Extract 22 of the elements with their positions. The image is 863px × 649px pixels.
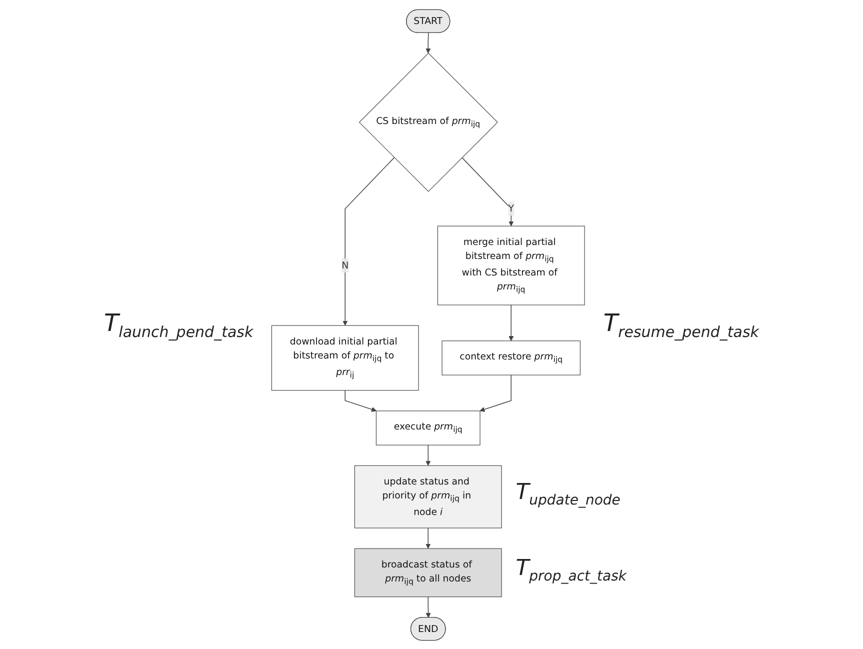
node-box: execute prm$_{ijq}$: [376, 410, 480, 445]
time-label: T$_{update_node}$: [516, 480, 620, 509]
node-box: context restore prm$_{ijq}$: [442, 340, 581, 375]
node-box: download initial partial bitstream of prm$_{ijq}$ to prr$_{ij}$: [272, 324, 419, 390]
arrow: [426, 32, 431, 53]
edge-label: N: [342, 259, 349, 270]
arrow: [462, 156, 514, 226]
edge-label: Y: [508, 202, 514, 214]
arrow: [480, 374, 512, 412]
node-diamond: CS bitstream of prm$_{ijq}$: [359, 52, 498, 192]
time-label: T$_{prop_act_task}$: [516, 556, 626, 585]
arrow: [426, 444, 431, 466]
node-box: broadcast status of prm$_{ijq}$ to all nodes: [354, 548, 502, 597]
arrow: [426, 596, 432, 618]
time-label: T$_{resume_pend_task}$: [603, 308, 759, 340]
arrow: [344, 389, 377, 412]
node-box: update status and priority of prm$_{ijq}$ in node i: [354, 464, 502, 528]
arrow: [426, 527, 431, 548]
arrow: [508, 304, 514, 341]
arrow: [342, 156, 395, 326]
node-box: merge initial partial bitstream of prm$_{ijq}$ with CS bitstream of prm$_{ijq}$: [438, 225, 585, 305]
time-label: T$_{launch_pend_task}$: [104, 308, 254, 340]
